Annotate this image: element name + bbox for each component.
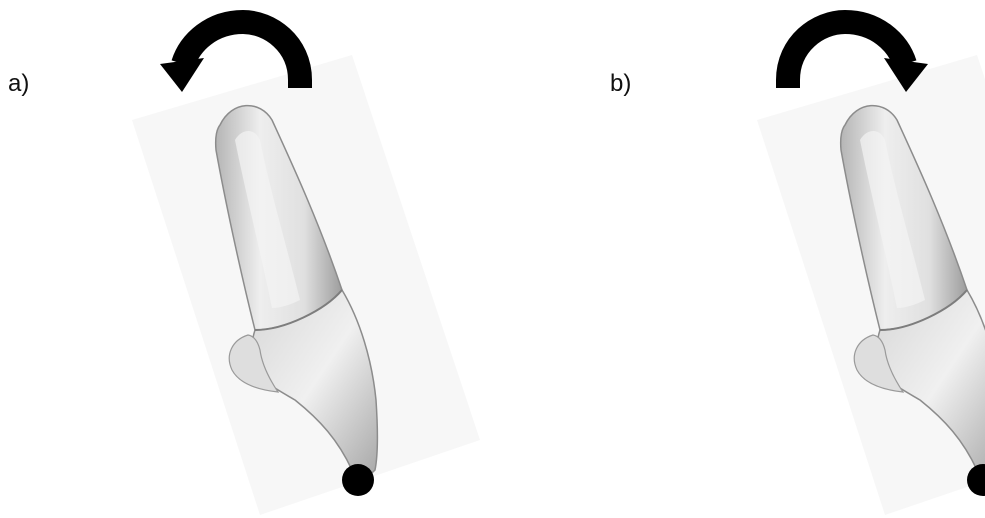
- panel-a-figure: [120, 0, 490, 518]
- panel-a-label: a): [8, 72, 29, 96]
- rotate-clockwise-arrow-icon: [788, 22, 928, 92]
- pivot-point-icon: [342, 464, 374, 496]
- panel-b-figure: [745, 0, 985, 518]
- panel-b-label: b): [610, 72, 631, 96]
